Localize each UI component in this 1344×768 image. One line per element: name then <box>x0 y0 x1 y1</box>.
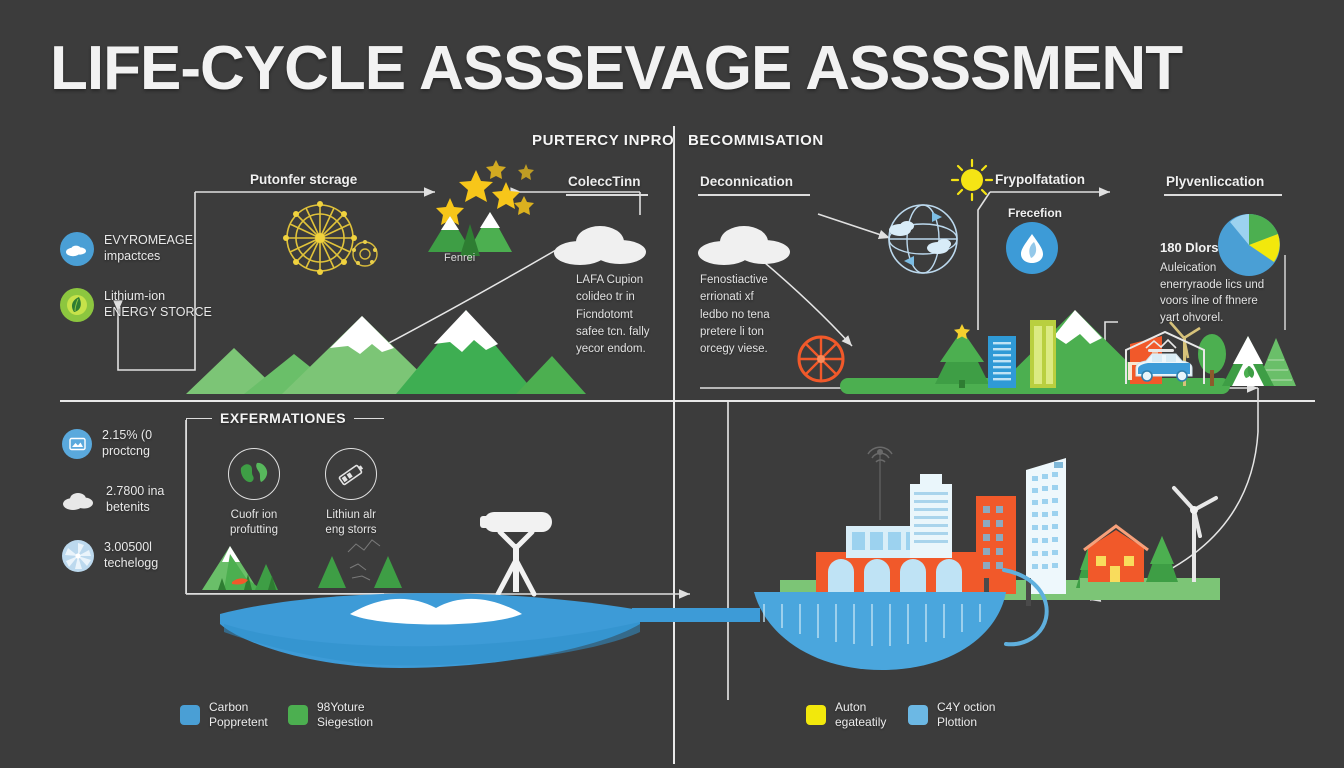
legend-item-nature[interactable]: 98Yoture Siegestion <box>288 700 373 730</box>
legend-label-auton: Auton egateatily <box>835 700 887 729</box>
legend-swatch-nature <box>288 705 308 725</box>
experimentation-item-globe[interactable]: Cuofr ion profutting <box>228 448 284 538</box>
water-body-right <box>750 588 1010 689</box>
sub-header-left-underline <box>566 194 648 196</box>
cloud-note-1 <box>552 222 652 271</box>
legend-swatch-action <box>908 705 928 725</box>
sub-header-right: Deconnication <box>700 174 794 189</box>
section-header-left: PURTERCY INPRO <box>532 132 675 149</box>
legend-label-nature: 98Yoture Siegestion <box>317 700 374 729</box>
flow-label-recycling: Frypolfatation <box>995 172 1085 187</box>
cloud-note-1-text: LAFA Cupion colideo tr in Ficndotomt saf… <box>576 274 650 355</box>
pie-heading: 180 Dlors <box>1160 240 1219 255</box>
experimentation-item-globe-label: Cuofr ion profutting <box>230 509 278 536</box>
cloud-icon <box>554 226 646 265</box>
water-body <box>200 580 760 695</box>
pie-chart <box>1216 212 1282 283</box>
horizontal-divider-main <box>60 400 1315 402</box>
flow-label-protection: Frecefion <box>1008 206 1063 220</box>
image-circle-icon <box>62 428 92 459</box>
panel-mountain-scene <box>200 534 292 597</box>
cloud-circle-icon <box>60 232 94 266</box>
legend-item-action[interactable]: C4Y oction Plottion <box>908 700 995 730</box>
small-mountain-caption: Fenrei <box>444 252 476 264</box>
experimentation-item-battery-label: Lithiun alr eng storrs <box>325 509 377 536</box>
sidebar-badge-environment-label: EVYROMEAGE impactces <box>104 233 193 263</box>
pie-description: Auleication enerryraode lics und voors i… <box>1160 262 1265 325</box>
globe-icon <box>228 448 280 500</box>
sidebar-badge-lithium-label: Lithium-ion ENERGY STORCE <box>104 289 212 319</box>
sub-header-left: ColeccTinn <box>568 174 641 189</box>
section-header-right: BECOMMISATION <box>688 132 824 149</box>
legend-label-carbon: Carbon Poppretent <box>209 700 268 729</box>
sub-header-right-underline <box>698 194 810 196</box>
legend-swatch-auton <box>806 705 826 725</box>
globe-clouds-icon <box>880 196 966 287</box>
panel-tree-scene <box>312 530 408 597</box>
leaf-circle-icon <box>60 288 94 322</box>
green-mountain-range <box>186 292 586 401</box>
car-garage-icon[interactable] <box>1122 330 1208 393</box>
handle-icon <box>996 566 1056 661</box>
legend-label-action: C4Y oction Plottion <box>937 700 996 729</box>
experimentations-title: EXFERMATIONES <box>212 410 355 426</box>
cloud-note-2 <box>696 222 796 271</box>
sun-icon <box>950 158 994 207</box>
flow-label-valorisation: Plyvenliccation <box>1166 174 1265 189</box>
water-drop-badge[interactable] <box>1006 222 1058 274</box>
page-title: LIFE-CYCLE ASSSEVAGE ASSSSMENT <box>50 34 1183 103</box>
pinwheel-icon <box>62 540 94 572</box>
orange-wheel-icon <box>792 330 850 393</box>
cloud-icon <box>698 226 790 265</box>
battery-icon <box>325 448 377 500</box>
house-turbine-scene <box>1080 478 1220 609</box>
sidebar-badge-lithium[interactable]: Lithium-ion ENERGY STORCE <box>60 288 212 322</box>
cloud-icon <box>62 487 96 513</box>
cloud-note-2-text: Fenostiactive errionati xf ledbo no tena… <box>700 274 770 355</box>
telescope-icon <box>470 506 566 607</box>
star-cluster <box>428 160 538 235</box>
sidebar-badge-environment[interactable]: EVYROMEAGE impactces <box>60 232 193 266</box>
mountain-leaf-badge <box>1218 330 1302 393</box>
flow-label-valorisation-underline <box>1164 194 1282 196</box>
legend-item-carbon[interactable]: Carbon Poppretent <box>180 700 268 730</box>
ferris-wheel-icon <box>280 198 380 295</box>
flow-label-transfer-storage: Putonfer stcrage <box>250 172 358 187</box>
legend-item-auton[interactable]: Auton egateatily <box>806 700 886 730</box>
small-mountain-scene <box>424 198 518 265</box>
vertical-divider-main <box>673 126 675 764</box>
experimentation-item-battery[interactable]: Lithiun alr eng storrs <box>325 448 381 538</box>
legend-swatch-carbon <box>180 705 200 725</box>
